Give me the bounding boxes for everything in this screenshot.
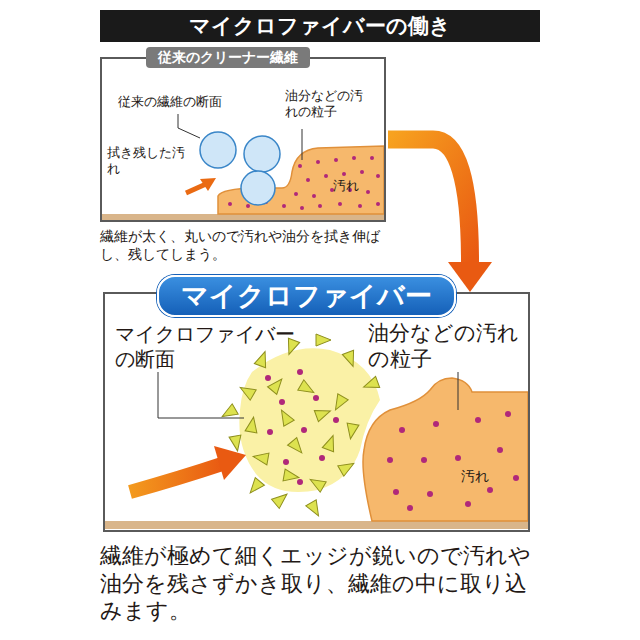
leader-line <box>158 372 244 418</box>
dirt-blob <box>218 146 384 214</box>
fiber-label: 従来の繊維の断面 <box>118 94 248 110</box>
round-fibers <box>200 132 280 205</box>
floor <box>102 214 384 220</box>
panel-heading: 従来のクリーナー繊維 <box>146 47 310 68</box>
fiber-label: マイクロファイバーの断面 <box>115 322 305 372</box>
leader-line <box>302 129 303 160</box>
small-arrow-head <box>200 178 216 191</box>
dirt-particles <box>265 369 519 511</box>
title-bar: マイクロファイバーの働き <box>100 10 540 42</box>
conventional-panel: 従来のクリーナー繊維 <box>100 57 386 222</box>
wipe-arrow <box>130 464 222 492</box>
microfiber-edges <box>219 334 379 519</box>
note-text: 繊維が極めて細くエッジが鋭いので汚れや油分を残さずかき取り、繊維の中に取り込みま… <box>100 542 545 625</box>
title: マイクロファイバーの働き <box>100 10 540 42</box>
floor <box>105 521 528 529</box>
note-text: 繊維が太く、丸いので汚れや油分を拭き伸ばし、残してしまう。 <box>100 228 392 263</box>
small-arrow <box>186 184 206 193</box>
leader-line <box>458 372 459 410</box>
particle-label: 油分などの汚れの粒子 <box>285 88 375 121</box>
wipe-arrow-head <box>214 446 246 480</box>
dirt-label: 汚れ <box>450 468 500 486</box>
dirt-label: 汚れ <box>326 178 366 194</box>
particle-label: 油分などの汚れの粒子 <box>368 320 528 373</box>
fiber-blob <box>239 348 380 492</box>
panel-heading: マイクロファイバー <box>157 275 456 317</box>
flow-arrow <box>388 140 492 293</box>
dirt-blob <box>363 378 528 521</box>
residue-label: 拭き残した汚れ <box>107 145 187 178</box>
leader-line <box>178 114 200 138</box>
